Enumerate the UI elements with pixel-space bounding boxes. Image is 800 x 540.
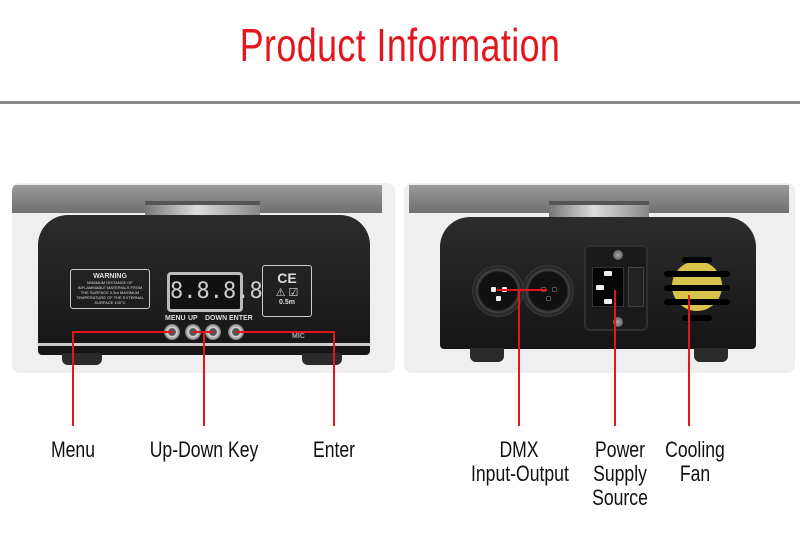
callout-menu: Menu [50,437,96,462]
menu-callout-line [73,331,173,333]
callout-line: Supply [593,461,647,486]
divider [0,101,800,104]
menu-callout-line [72,331,74,426]
dmx-output-connector [522,265,574,317]
mic-label: MIC [292,333,305,340]
callout-line: Source [592,485,648,510]
callout-up-down-key: Up-Down Key [149,437,259,462]
up-label: UP [188,315,198,322]
callout-line: Cooling [665,437,725,462]
warning-triangle-icon: ⚠ ☑ [275,287,299,299]
enter-callout-line [236,331,334,333]
dmx-callout-line [497,289,547,291]
down-button [205,324,221,340]
cooling-fan-grille [656,249,738,331]
rear-panel-photo [404,183,795,373]
callout-dmx: DMX Input-Output [459,438,579,486]
foot [694,348,728,362]
callout-line: Fan [679,461,711,486]
enter-callout-line [333,331,335,426]
power-inlet [584,245,648,331]
warning-title: WARNING [93,273,127,280]
dmx-input-connector [472,265,524,317]
warning-text: MINIMUM DISTANCE OF INFLAMMABLE MATERIAL… [76,280,144,305]
foot [302,353,342,365]
warning-label: WARNING MINIMUM DISTANCE OF INFLAMMABLE … [70,269,150,309]
menu-label: MENU [165,315,186,322]
callout-power-supply: Power Supply Source [580,438,660,510]
dmx-callout-line [518,289,520,426]
callout-enter: Enter [312,437,356,462]
power-callout-line [614,290,616,426]
callout-line: Input-Output [471,461,569,486]
callout-line: Power [595,437,645,462]
updown-callout-line [203,331,205,426]
callout-cooling-fan: Cooling Fan [655,438,735,486]
ce-mark: CE [277,270,297,286]
foot [62,353,102,365]
fuse-holder [628,267,644,307]
page-title: Product Information [239,19,561,71]
foot [470,348,504,362]
certification-box: CE ⚠ ☑ 0.5m [262,265,312,317]
fan-callout-line [688,295,690,426]
distance-mark: 0.5m [279,299,295,306]
led-display: 8.8.8.8 [167,272,263,312]
callout-line: DMX [499,437,539,462]
down-label: DOWN [205,315,228,322]
enter-label: ENTER [229,315,253,322]
